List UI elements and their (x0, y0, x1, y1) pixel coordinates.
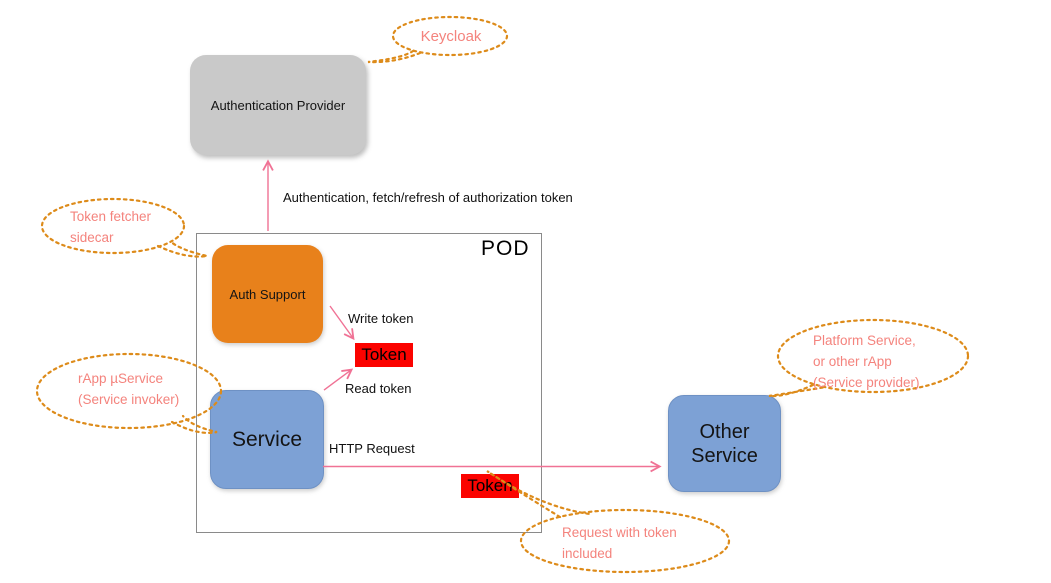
rapp-service-callout-text: rApp µService (Service invoker) (78, 371, 180, 407)
service-node: Service (210, 390, 324, 489)
pod-label: POD (481, 237, 530, 260)
request-with-token-callout-text: Request with token included (562, 525, 677, 561)
auth-provider-node: Authentication Provider (190, 55, 366, 155)
other-service-node: Other Service (668, 395, 781, 492)
http-request-edge-label: HTTP Request (329, 441, 415, 456)
keycloak-callout-text: Keycloak (420, 28, 482, 45)
platform-service-callout-text: Platform Service, or other rApp (Service… (813, 333, 920, 390)
write-token-edge-label: Write token (348, 311, 414, 326)
auth-support-node: Auth Support (212, 245, 323, 343)
token-box-write: Token (355, 343, 413, 367)
keycloak-callout-tail (367, 49, 422, 64)
auth-flow-edge-label: Authentication, fetch/refresh of authori… (283, 190, 573, 205)
token-box-request: Token (461, 474, 519, 498)
read-token-edge-label: Read token (345, 381, 412, 396)
token-fetcher-callout-text: Token fetcher sidecar (70, 209, 152, 245)
